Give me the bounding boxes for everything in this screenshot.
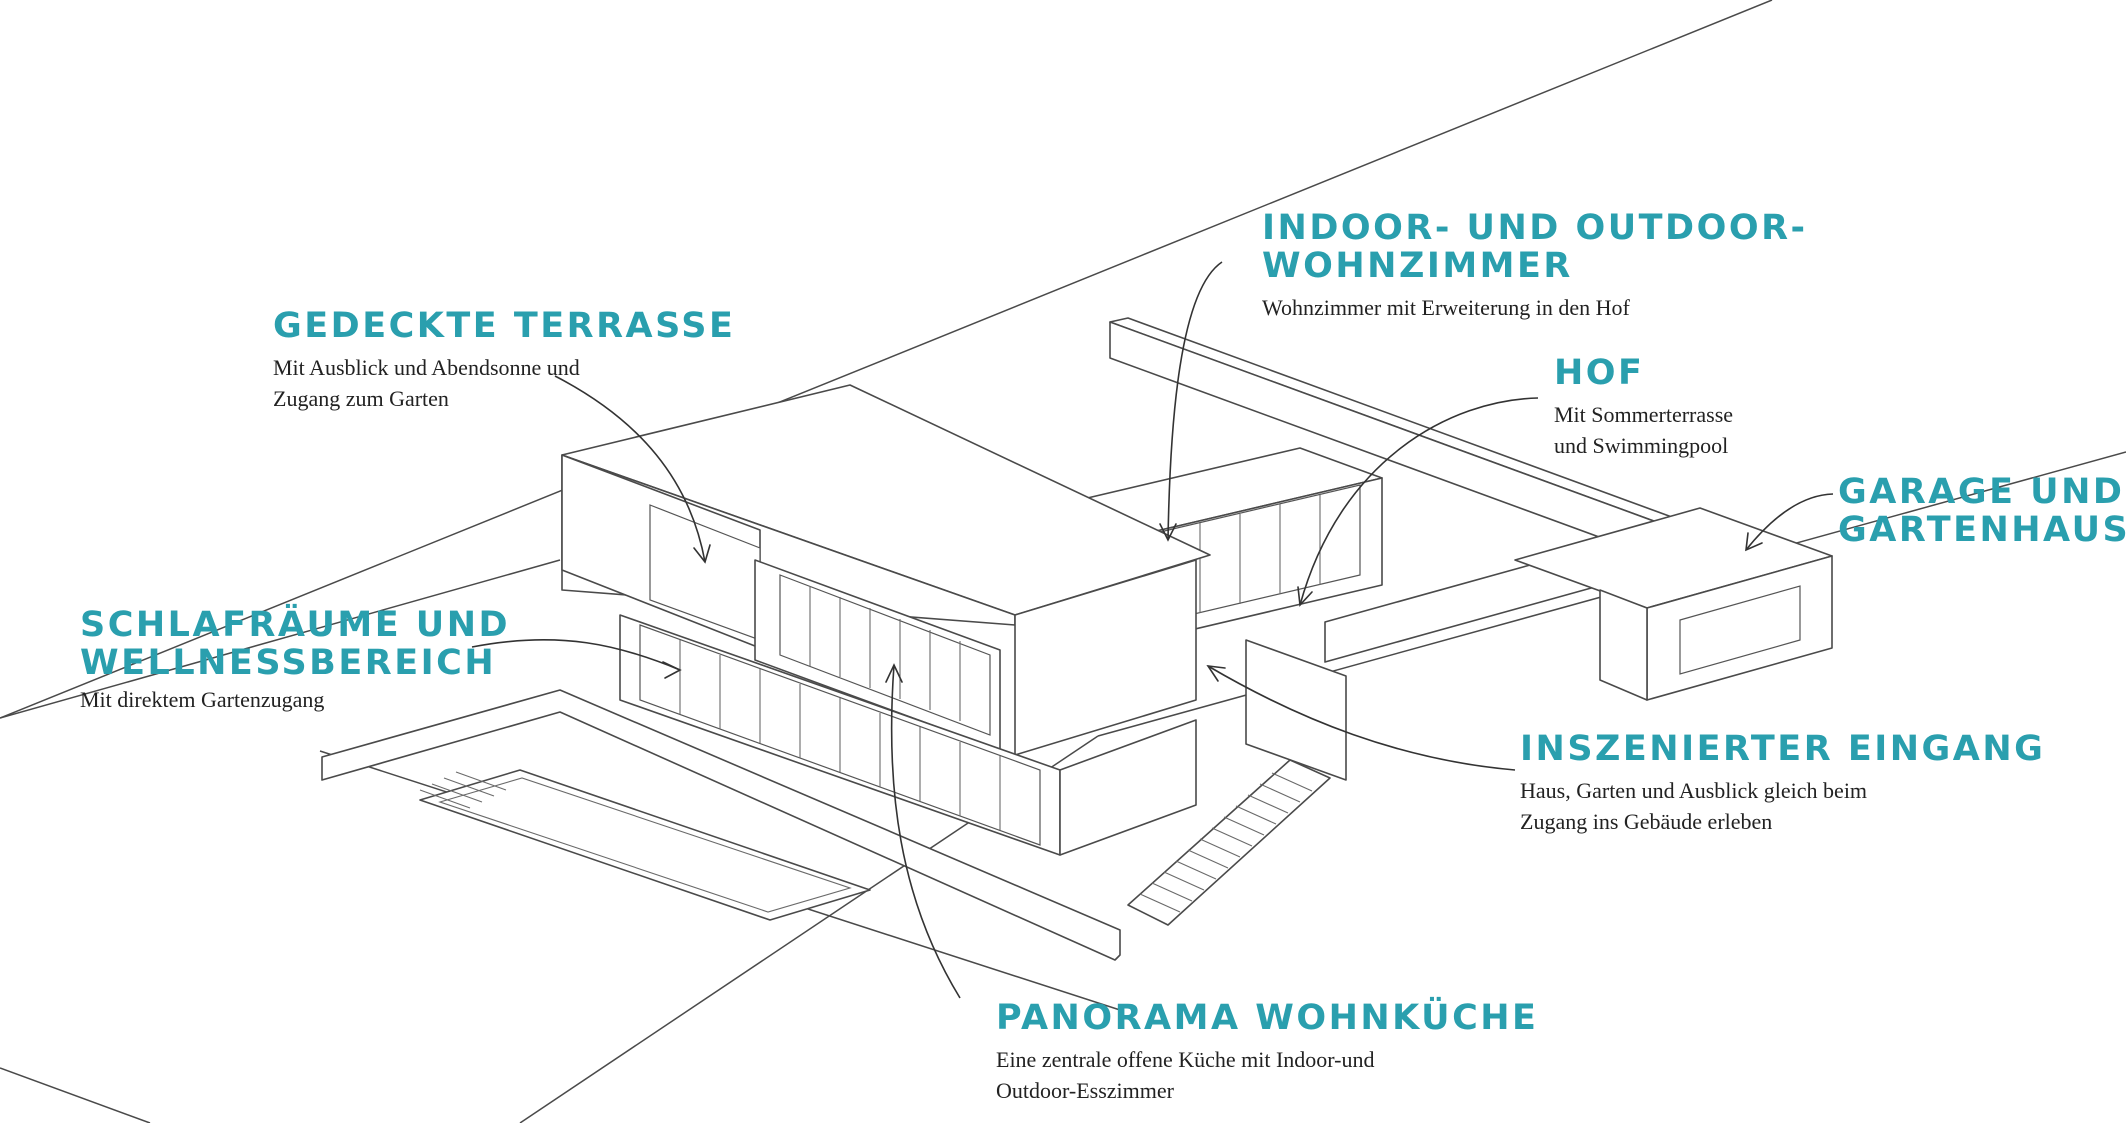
label-hof-text: Mit Sommerterrasse und Swimmingpool (1554, 402, 1734, 458)
label-panorama: PANORAMA WOHNKÜCHE Eine zentrale offene … (996, 999, 1538, 1106)
label-hof: HOF Mit Sommerterrasse und Swimmingpool (1554, 354, 1733, 461)
label-eingang-text: Haus, Garten und Ausblick gleich beim Zu… (1520, 778, 1868, 834)
annotation-arrows (471, 261, 1834, 999)
garage-door (1679, 585, 1801, 675)
arrow-terrasse (554, 375, 706, 563)
arrowhead-schlafraeume (662, 661, 682, 679)
label-panorama-title: PANORAMA WOHNKÜCHE (996, 998, 1539, 1038)
arrowhead-panorama (885, 663, 903, 683)
arrow-schlafraeume (471, 639, 681, 671)
ground-mullions (679, 640, 1001, 830)
label-schlafraeume-text: Mit direktem Gartenzugang (80, 687, 325, 712)
label-gedeckte-terrasse: GEDECKTE TERRASSE Mit Ausblick und Abend… (273, 307, 735, 414)
main-upper-side (1014, 559, 1197, 756)
arrow-garage (1745, 493, 1834, 551)
label-schlafraeume: SCHLAFRÄUME UND WELLNESSBEREICH Mit dire… (80, 606, 510, 715)
label-garage-title: GARAGE UND GARTENHAUS (1838, 472, 2126, 550)
arrow-indoor-outdoor (1167, 261, 1223, 541)
pool (419, 769, 871, 921)
site-left-line (0, 1067, 151, 1123)
ground-side (1059, 719, 1197, 856)
arrowhead-garage (1745, 532, 1763, 552)
site-back-line (0, 0, 1773, 719)
arrowhead-terrasse (693, 544, 711, 564)
stair-flight (1127, 759, 1331, 926)
arrow-eingang (1207, 665, 1516, 771)
garage-side (1599, 589, 1648, 701)
stair-treads (1139, 772, 1313, 913)
arrow-hof (1299, 397, 1539, 606)
arrow-panorama (890, 664, 961, 999)
living-mullions (1199, 495, 1321, 613)
label-indoor-outdoor-text: Wohnzimmer mit Erweiterung in den Hof (1262, 295, 1630, 320)
glazed-box-mullions (809, 586, 961, 721)
terrace-plate (321, 689, 1121, 961)
arrowhead-indoor-outdoor (1159, 523, 1177, 542)
label-eingang: INSZENIERTER EINGANG Haus, Garten und Au… (1520, 730, 2045, 837)
label-gedeckte-terrasse-text: Mit Ausblick und Abendsonne und Zugang z… (273, 355, 580, 411)
label-garage: GARAGE UND GARTENHAUS (1838, 473, 2126, 549)
garage-volume (1514, 507, 1833, 701)
main-house (561, 384, 1211, 856)
label-panorama-text: Eine zentrale offene Küche mit Indoor-un… (996, 1047, 1375, 1103)
glazed-box-glass (779, 574, 991, 736)
label-schlafraeume-title: SCHLAFRÄUME UND WELLNESSBEREICH (80, 605, 511, 683)
label-indoor-outdoor-title: INDOOR- UND OUTDOOR- WOHNZIMMER (1262, 208, 1808, 286)
entrance-wall (1245, 639, 1347, 781)
garden-platform (321, 689, 1121, 961)
label-eingang-title: INSZENIERTER EINGANG (1520, 729, 2046, 769)
arrowhead-hof (1297, 586, 1313, 607)
arrowhead-eingang (1206, 665, 1226, 682)
pool-steps (419, 771, 507, 809)
entrance-stairs (1127, 759, 1331, 926)
label-indoor-outdoor: INDOOR- UND OUTDOOR- WOHNZIMMER Wohnzimm… (1262, 209, 1808, 323)
label-gedeckte-terrasse-title: GEDECKTE TERRASSE (273, 306, 736, 346)
label-hof-title: HOF (1554, 353, 1645, 393)
